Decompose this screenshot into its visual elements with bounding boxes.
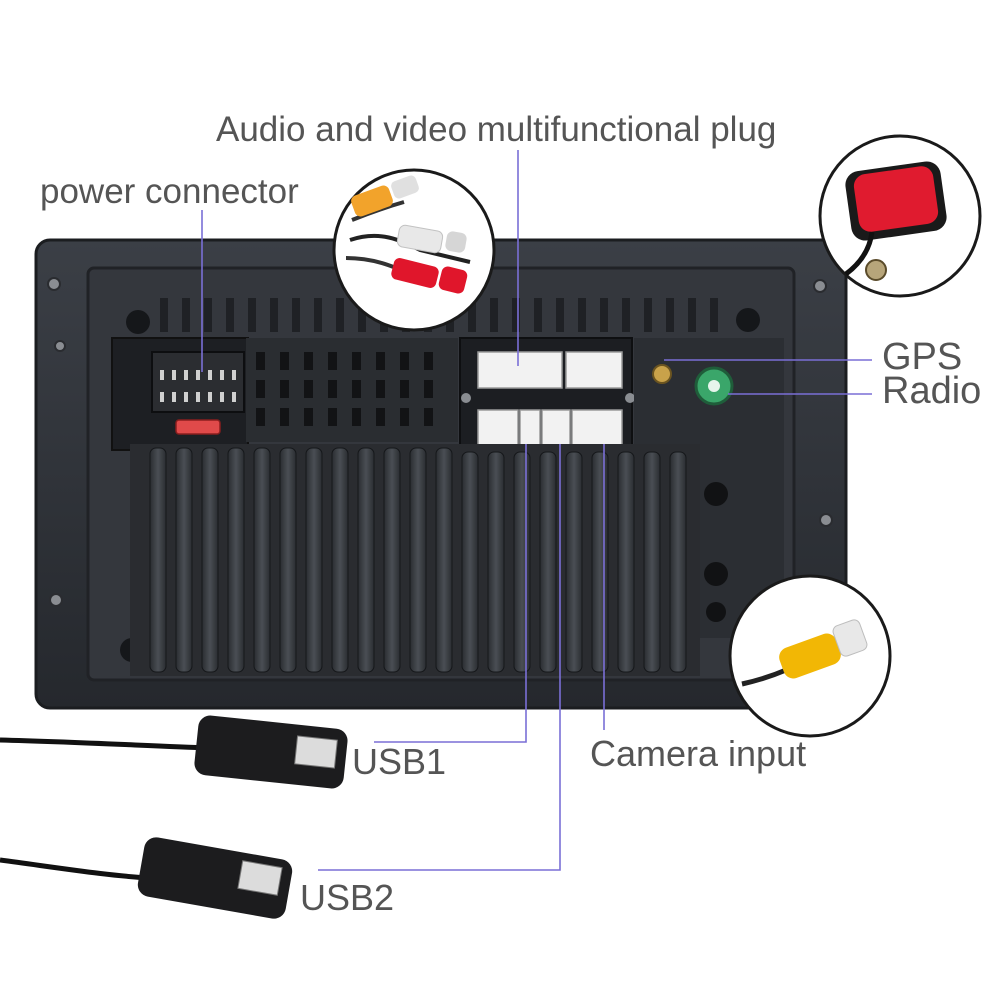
usb-cable-1 (0, 715, 348, 789)
vent-grille-holes (256, 352, 433, 426)
usb1-label: USB1 (352, 741, 447, 782)
camera-input-label: Camera input (590, 733, 807, 774)
fuse (175, 419, 221, 435)
gps-antenna-inset (818, 134, 982, 298)
panel-screws (461, 393, 635, 403)
av-plug-sockets (477, 351, 623, 389)
4g-ports (704, 482, 728, 622)
usb2-label: USB2 (300, 877, 395, 918)
power-connector-pins (160, 370, 236, 402)
heatsink-fins (149, 447, 687, 673)
usb-cable-2 (0, 837, 293, 919)
leader-lines (201, 150, 872, 871)
usb-camera-sockets (477, 409, 623, 447)
radio-label: Radio (882, 370, 982, 412)
power-connector-socket (151, 351, 245, 413)
rca-connector-icon (351, 185, 393, 217)
gps-port (652, 364, 672, 384)
camera-rca-connector-icon (779, 633, 841, 679)
camera-rca-inset (728, 574, 892, 738)
audio-video-plug-label: Audio and video multifunctional plug (216, 110, 777, 149)
gps-label: GPS (882, 336, 963, 378)
av-rca-inset (332, 168, 496, 332)
usb-cable-icon-2 (137, 837, 293, 919)
chassis-screws (47, 277, 833, 607)
power-connector-label: power connector (40, 172, 299, 211)
usb-cable-icon (194, 715, 348, 789)
